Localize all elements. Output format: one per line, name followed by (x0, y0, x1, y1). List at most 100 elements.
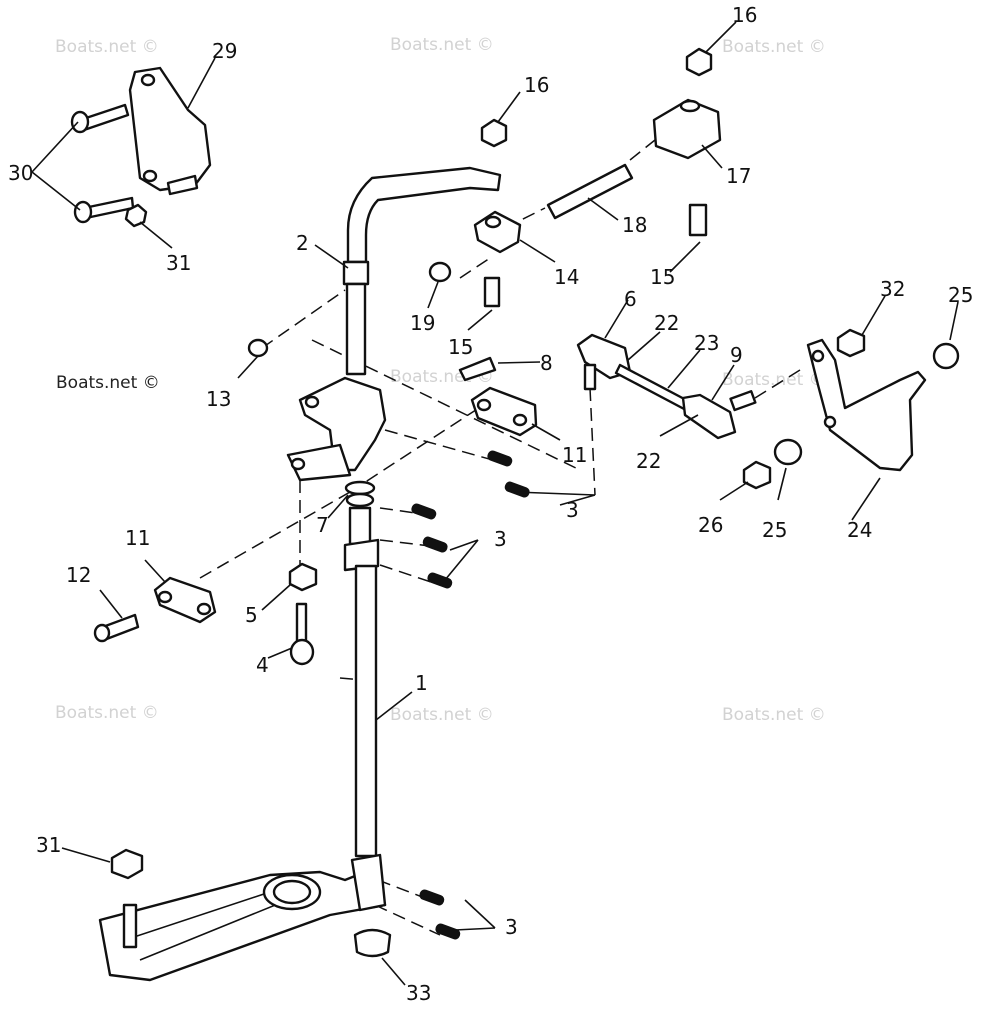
hole (811, 349, 825, 363)
nut-16-top (685, 47, 713, 77)
shift-shaft-upper (286, 166, 502, 572)
callout-32: 32 (880, 277, 905, 301)
shift-lever-casting (298, 376, 387, 472)
pin-8 (458, 356, 497, 382)
hole (196, 602, 212, 616)
bolt-head (73, 200, 93, 224)
pin (411, 503, 437, 520)
callout-15: 15 (448, 335, 473, 359)
callout-22: 22 (636, 449, 661, 473)
callout-31: 31 (166, 251, 191, 275)
bracket-24 (806, 338, 927, 472)
left-small-parts (93, 338, 318, 666)
pins-3 (411, 450, 530, 940)
pin (435, 923, 461, 940)
watermark: Boats.net © (722, 37, 826, 57)
pin (487, 450, 513, 467)
callout-14: 14 (554, 265, 579, 289)
callout-13: 13 (206, 387, 231, 411)
hole (823, 415, 837, 429)
watermark: Boats.net © (722, 705, 826, 725)
ball-stud (583, 363, 597, 391)
callout-4: 4 (256, 653, 269, 677)
hole (484, 215, 502, 229)
bolt-head (70, 110, 90, 134)
bore-inner (272, 879, 312, 905)
shift-link-assembly (576, 333, 757, 440)
watermark: Boats.net © (390, 705, 494, 725)
callout-18: 18 (622, 213, 647, 237)
bolt-4-head (289, 638, 315, 666)
washer-25-lower (773, 438, 803, 466)
upper-right-parts (480, 47, 722, 220)
callout-1: 1 (415, 671, 428, 695)
nut-32 (836, 328, 866, 358)
stud (122, 903, 138, 949)
shift-rod-2 (346, 166, 502, 264)
callout-29: 29 (212, 39, 237, 63)
callout-16: 16 (524, 73, 549, 97)
callout-8: 8 (540, 351, 553, 375)
hole (140, 73, 156, 87)
callout-25: 25 (948, 283, 973, 307)
link-rod-23 (614, 363, 692, 412)
callout-19: 19 (410, 311, 435, 335)
watermark: Boats.net © (722, 370, 826, 390)
callout-9: 9 (730, 343, 743, 367)
washer-25-top (932, 342, 960, 370)
callout-11: 11 (125, 526, 150, 550)
stud-15 (483, 276, 501, 308)
nut-31-small (124, 203, 148, 228)
screw-head (93, 623, 111, 643)
leader-lines (31, 21, 959, 986)
watermarks: Boats.net © Boats.net © Boats.net © Boat… (55, 35, 826, 725)
callout-11: 11 (562, 443, 587, 467)
callout-12: 12 (66, 563, 91, 587)
nut-5 (288, 562, 318, 592)
callout-33: 33 (406, 981, 431, 1005)
callout-3: 3 (505, 915, 518, 939)
callout-22: 22 (654, 311, 679, 335)
base-assembly (98, 848, 392, 982)
bolt-4-shank (295, 602, 308, 646)
hole (512, 413, 528, 427)
pin (422, 536, 448, 553)
coupler (348, 506, 372, 546)
base-casting (98, 866, 387, 982)
rod-end-9 (681, 393, 737, 440)
hole (304, 395, 320, 409)
callout-26: 26 (698, 513, 723, 537)
hole (157, 590, 173, 604)
callout-7: 7 (316, 513, 329, 537)
hole (476, 398, 492, 412)
callout-labels: 1 2 3 3 3 4 5 6 7 8 9 11 11 12 13 14 15 … (8, 3, 973, 1005)
callout-5: 5 (245, 603, 258, 627)
coupler-block (343, 538, 380, 572)
rod-section (345, 282, 367, 376)
bushing-33 (353, 928, 392, 958)
callout-6: 6 (624, 287, 637, 311)
washer-19 (428, 261, 452, 283)
collar (342, 260, 370, 286)
watermark: Boats.net © (390, 35, 494, 55)
nut-26 (742, 460, 772, 490)
shaft-1 (354, 564, 378, 858)
nut-31-large (110, 848, 144, 880)
callout-30: 30 (8, 161, 33, 185)
watermark: Boats.net © (55, 37, 159, 57)
callout-16: 16 (732, 3, 757, 27)
bracket-24-assembly (742, 328, 960, 490)
callout-15: 15 (650, 265, 675, 289)
callout-24: 24 (847, 518, 872, 542)
callout-3: 3 (566, 498, 579, 522)
callout-3: 3 (494, 527, 507, 551)
clamp-11-right (470, 386, 538, 437)
lower-coupler (350, 853, 387, 912)
threaded-rod-18 (546, 163, 634, 220)
lever-arm (286, 443, 352, 482)
shift-shaft-main (354, 564, 378, 858)
nut-16 (480, 118, 508, 148)
callout-25: 25 (762, 518, 787, 542)
